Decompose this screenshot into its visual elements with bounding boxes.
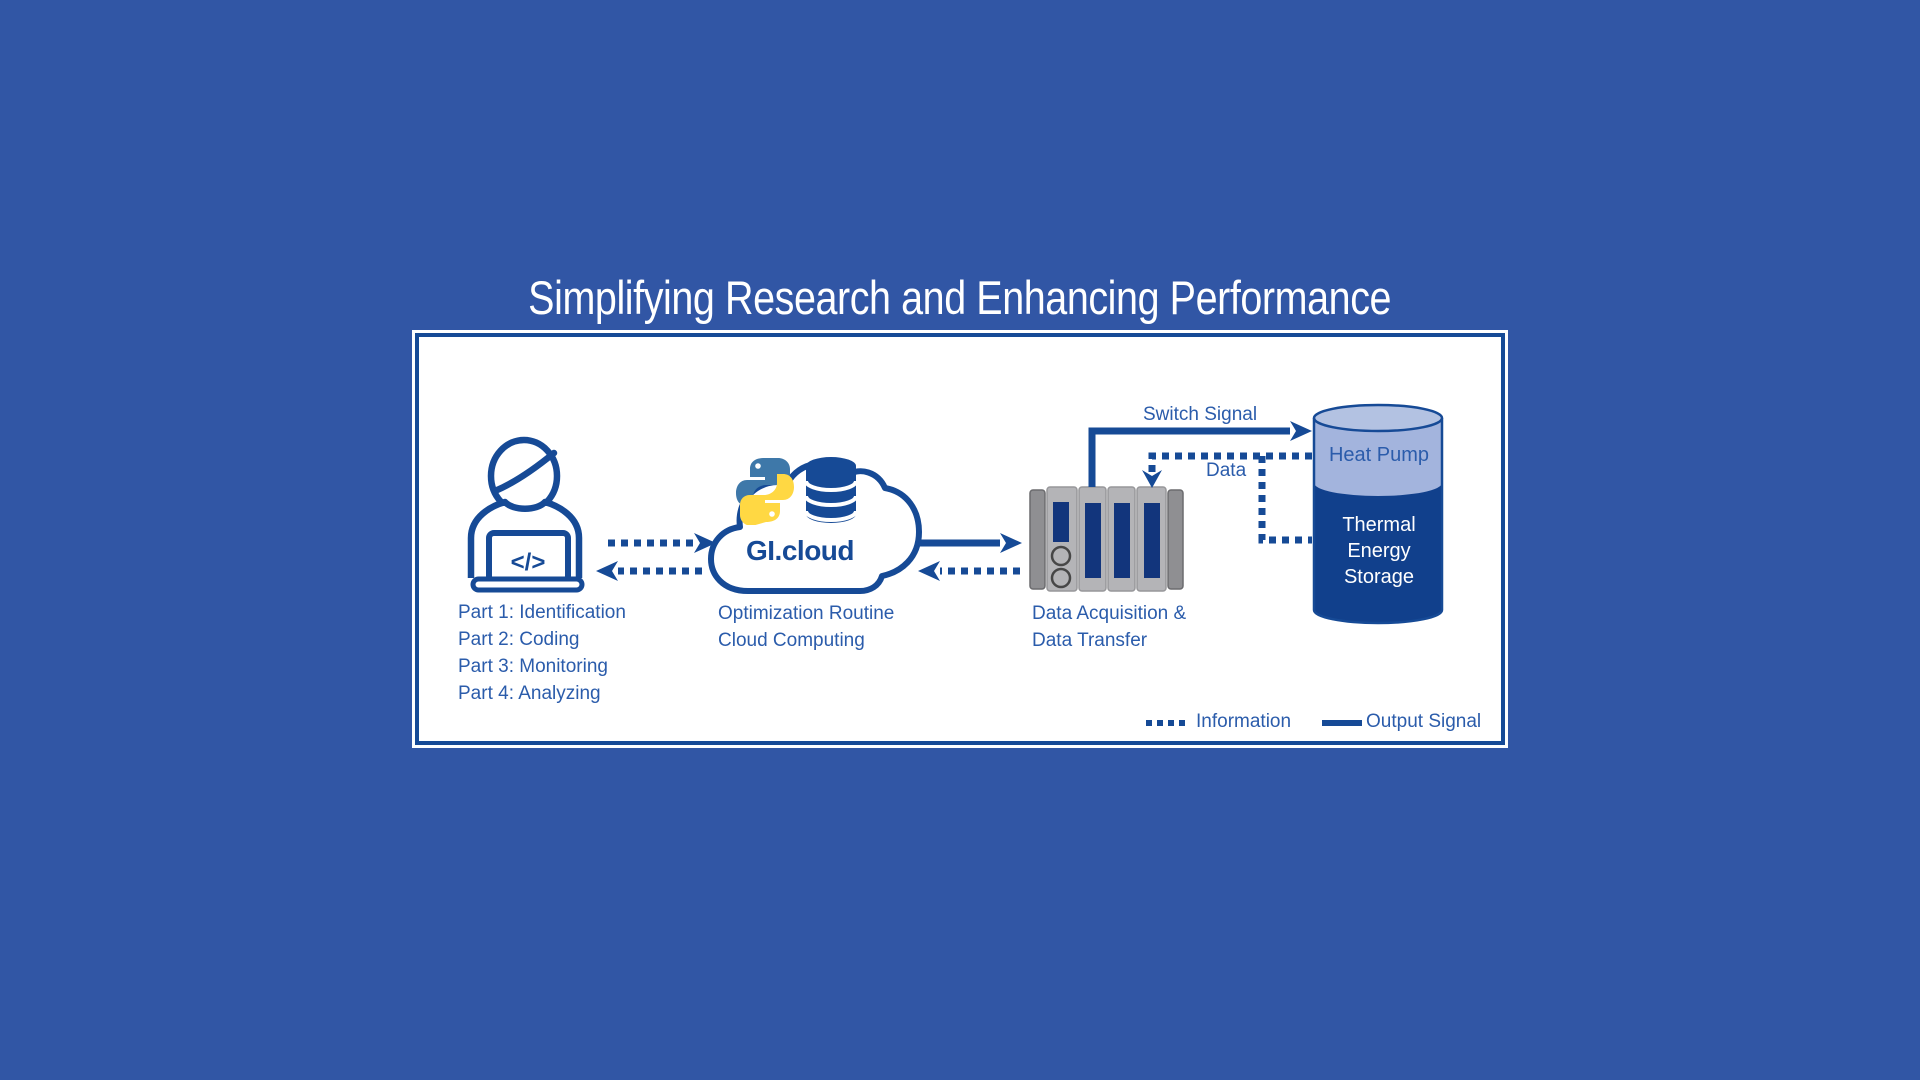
legend-dotted-swatch-icon <box>1146 720 1188 726</box>
daq-caption: Data Acquisition & Data Transfer <box>1032 600 1186 654</box>
caption-line: Part 2: Coding <box>458 629 580 650</box>
thermal-storage-line: Thermal <box>1342 514 1416 536</box>
page-title: Simplifying Research and Enhancing Perfo… <box>0 270 1920 325</box>
thermal-storage-line: Storage <box>1343 566 1415 588</box>
caption-line: Data Acquisition & <box>1032 603 1187 624</box>
switch-signal-label: Switch Signal <box>1143 404 1258 425</box>
storage-cylinder-icon <box>1312 403 1444 625</box>
caption-line: Cloud Computing <box>718 630 865 651</box>
arrow-daq-to-cloud-icon <box>918 561 1020 581</box>
thermal-storage-line: Energy <box>1347 540 1411 562</box>
researcher-icon: </> <box>467 436 585 593</box>
arrow-person-to-cloud-icon <box>608 533 716 553</box>
storage-data-branch-icon <box>1258 456 1312 544</box>
heat-pump-label: Heat Pump <box>1328 444 1430 466</box>
data-label: Data <box>1206 460 1247 481</box>
legend-output-signal-label: Output Signal <box>1366 711 1482 732</box>
page-title-text: Simplifying Research and Enhancing Perfo… <box>528 271 1392 324</box>
caption-line: Part 4: Analyzing <box>458 683 601 704</box>
caption-line: Part 3: Monitoring <box>458 656 608 677</box>
thermal-storage-label: Thermal Energy Storage <box>1310 512 1448 590</box>
caption-line: Part 1: Identification <box>458 602 626 623</box>
switch-signal-line-icon <box>1088 421 1312 487</box>
cloud-label: GI.cloud <box>746 535 855 566</box>
code-glyph: </> <box>511 549 546 576</box>
daq-device-icon <box>1029 486 1184 592</box>
caption-line: Data Transfer <box>1032 630 1148 651</box>
database-icon <box>804 457 858 523</box>
legend-solid-swatch-icon <box>1322 720 1362 726</box>
cloud-caption: Optimization Routine Cloud Computing <box>718 600 894 654</box>
arrow-cloud-to-person-icon <box>596 561 702 581</box>
hair-fringe <box>491 449 558 495</box>
researcher-caption: Part 1: Identification Part 2: Coding Pa… <box>458 599 626 707</box>
python-logo-icon <box>736 458 794 525</box>
arrow-cloud-to-daq-icon <box>918 533 1022 553</box>
laptop-base <box>470 576 585 593</box>
legend-information-label: Information <box>1196 711 1292 732</box>
caption-line: Optimization Routine <box>718 603 895 624</box>
